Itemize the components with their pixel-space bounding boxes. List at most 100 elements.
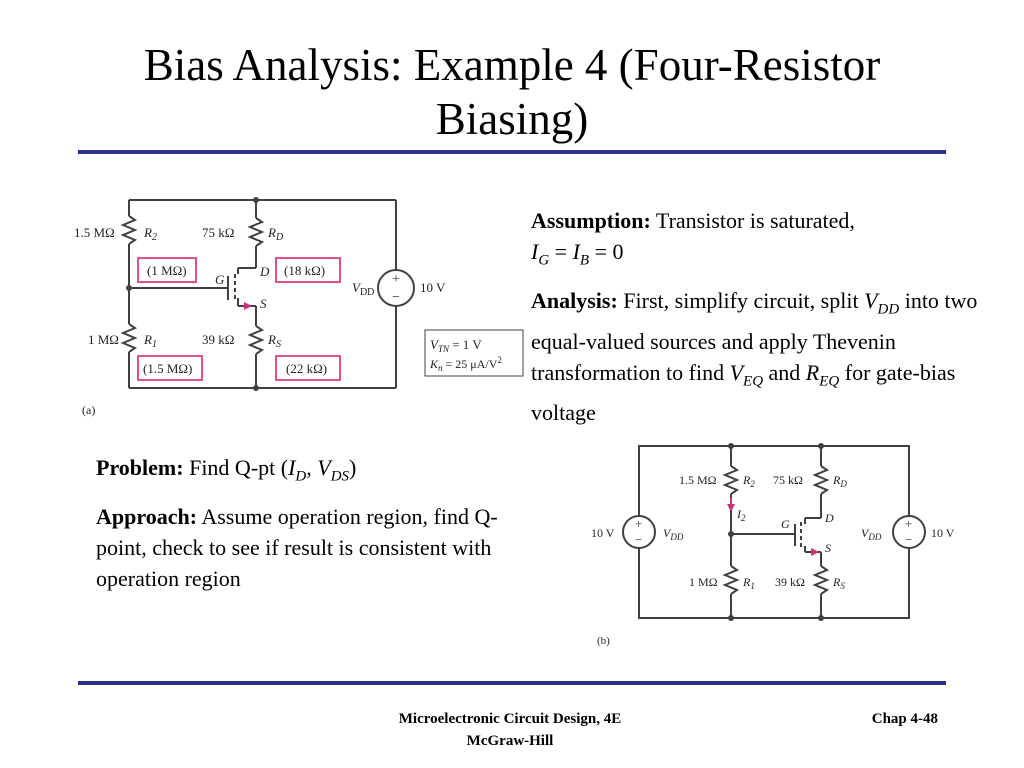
rsb-sub: S [840, 581, 845, 591]
analysis-vdd-sub: DD [877, 301, 900, 318]
assumption-eq2: = 0 [589, 239, 624, 264]
drain-a: D [259, 264, 270, 279]
slide-title: Bias Analysis: Example 4 (Four-Resistor … [60, 38, 964, 146]
analysis-req: R [805, 359, 820, 385]
analysis-veq-sub: EQ [743, 373, 764, 390]
problem-close: ) [349, 455, 357, 480]
circuit-diagram-a: + − 1.5 MΩ R2 75 kΩ RD 1 MΩ R1 39 kΩ RS … [74, 197, 524, 417]
approach-text: Assume operation region, find Q-point, c… [96, 504, 498, 592]
analysis-req-sub: EQ [819, 373, 840, 390]
analysis-and: and [763, 359, 806, 385]
assumption-ib: I [572, 239, 580, 264]
analysis-label: Analysis: [531, 288, 618, 314]
vdd-left-value: 10 V [591, 526, 615, 540]
footer-book: Microelectronic Circuit Design, 4E [398, 711, 622, 727]
svg-text:+: + [905, 516, 912, 531]
rsb-name: R [832, 575, 841, 589]
svg-text:R2: R2 [143, 225, 157, 243]
svg-text:R1: R1 [143, 332, 157, 350]
svg-text:VDD: VDD [861, 526, 882, 542]
r1b-sub: 1 [750, 581, 755, 591]
r2a-value: 1.5 MΩ [74, 225, 115, 240]
kn-sub: n [438, 363, 443, 373]
drain-b: D [824, 511, 834, 525]
assumption-ig: I [531, 239, 539, 264]
title-line-1: Bias Analysis: Example 4 (Four-Resistor [143, 40, 881, 90]
box-15m: (1.5 MΩ) [143, 361, 192, 376]
analysis-paragraph: Analysis: First, simplify circuit, split… [531, 285, 981, 428]
rsa-sub: S [276, 339, 281, 350]
svg-text:Kn = 25 μA/V2: Kn = 25 μA/V2 [429, 355, 502, 373]
approach-paragraph: Approach: Assume operation region, find … [96, 501, 516, 594]
vdda-name: V [352, 280, 362, 295]
gate-a: G [215, 272, 225, 287]
i2-sub: 2 [741, 513, 746, 523]
analysis-text2: into two equal-valued sources and apply … [531, 288, 978, 385]
r1a-value: 1 MΩ [88, 332, 119, 347]
r1a-sub: 1 [152, 339, 157, 350]
r2b-value: 1.5 MΩ [679, 473, 717, 487]
vtn-sub: TN [438, 344, 450, 354]
vdda-value: 10 V [420, 280, 446, 295]
caption-a: (a) [82, 403, 95, 417]
svg-text:+: + [392, 272, 400, 287]
source-a: S [260, 296, 267, 311]
problem-label: Problem: [96, 455, 184, 480]
svg-text:RD: RD [267, 225, 284, 243]
rdb-name: R [832, 473, 841, 487]
box-18k: (18 kΩ) [284, 263, 325, 278]
r1b-name: R [742, 575, 751, 589]
vdd-left-name: V [663, 526, 672, 540]
rdb-value: 75 kΩ [773, 473, 803, 487]
kn-sup: 2 [497, 355, 502, 365]
vdd-right-name: V [861, 526, 870, 540]
kn-val: = 25 μA/V [443, 357, 498, 371]
rsa-value: 39 kΩ [202, 332, 234, 347]
svg-text:−: − [392, 290, 400, 305]
footer-book-info: Microelectronic Circuit Design, 4E McGra… [330, 708, 690, 752]
svg-text:RD: RD [832, 473, 847, 489]
rdb-sub: D [839, 479, 847, 489]
gate-b: G [781, 517, 790, 531]
problem-paragraph: Problem: Find Q-pt (ID, VDS) [96, 452, 516, 492]
rda-value: 75 kΩ [202, 225, 234, 240]
rda-sub: D [275, 232, 284, 243]
r2b-name: R [742, 473, 751, 487]
svg-text:−: − [905, 532, 912, 547]
svg-text:R2: R2 [742, 473, 755, 489]
circuit-diagram-b: + − + − 1.5 MΩ R2 75 kΩ RD 1 MΩ R1 39 kΩ… [591, 443, 955, 647]
assumption-text: Transistor is saturated, [650, 208, 855, 233]
assumption-paragraph: Assumption: Transistor is saturated, IG … [531, 205, 981, 276]
assumption-eq1: = [549, 239, 573, 264]
vtn-val: = 1 V [449, 337, 482, 352]
analysis-veq: V [729, 359, 744, 385]
problem-vds: V [317, 455, 331, 480]
vdd-right-sub: DD [867, 532, 881, 542]
problem-text: Find Q-pt ( [183, 455, 289, 480]
box-22k: (22 kΩ) [286, 361, 327, 376]
vdda-sub: DD [360, 287, 374, 298]
svg-text:+: + [635, 516, 642, 531]
caption-b: (b) [597, 635, 610, 647]
svg-text:−: − [635, 532, 642, 547]
problem-comma: , [306, 455, 318, 480]
svg-text:VTN = 1 V: VTN = 1 V [430, 337, 482, 354]
title-divider [78, 150, 946, 154]
problem-id: I [288, 455, 296, 480]
title-line-2: Biasing) [435, 94, 589, 144]
assumption-ib-sub: B [579, 252, 590, 269]
source-b: S [825, 541, 831, 555]
r2a-sub: 2 [152, 232, 157, 243]
rsb-value: 39 kΩ [775, 575, 805, 589]
rsa-name: R [267, 332, 276, 347]
svg-text:RS: RS [832, 575, 845, 591]
vdd-right-value: 10 V [931, 526, 955, 540]
i2-name: I [736, 507, 742, 521]
r2b-sub: 2 [750, 479, 755, 489]
approach-label: Approach: [96, 504, 198, 530]
analysis-vdd: V [864, 288, 878, 314]
problem-vds-sub: DS [330, 468, 350, 485]
footer-chapter: Chap 4-48 [871, 711, 938, 727]
problem-id-sub: D [295, 468, 307, 485]
vdd-left-sub: DD [669, 532, 683, 542]
